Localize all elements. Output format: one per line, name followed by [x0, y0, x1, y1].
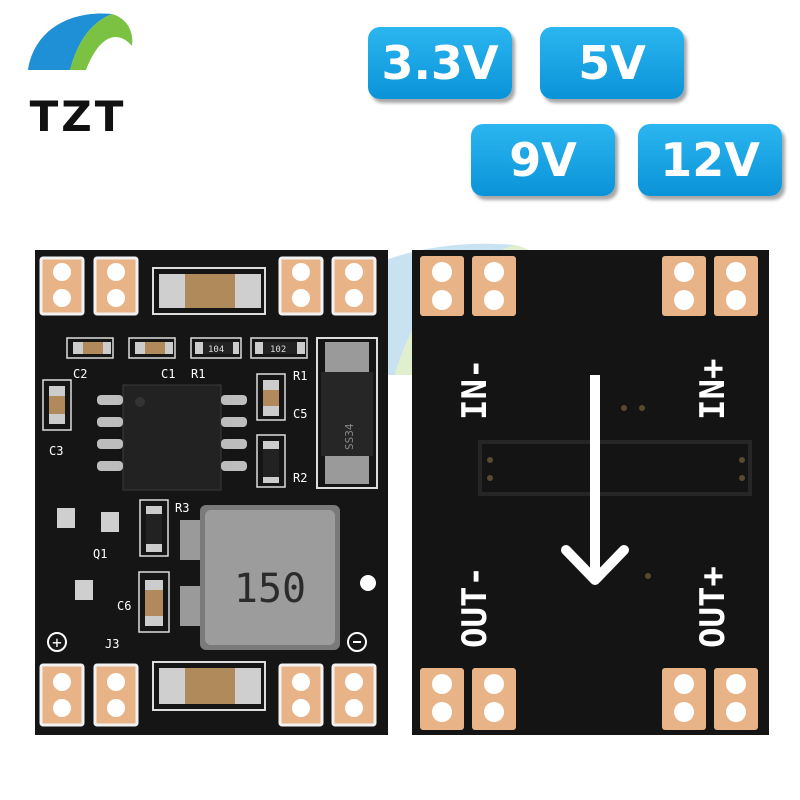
- in-minus-label: IN-: [455, 359, 495, 420]
- voltage-badge-12v: 12V: [638, 124, 782, 196]
- voltage-badge-5v: 5V: [540, 27, 684, 99]
- svg-text:R1: R1: [293, 369, 307, 383]
- out-plus-label: OUT+: [693, 566, 733, 648]
- voltage-badge-3v3: 3.3V: [368, 27, 512, 99]
- svg-text:Q1: Q1: [93, 547, 107, 561]
- svg-text:J3: J3: [105, 637, 119, 651]
- svg-text:C5: C5: [293, 407, 307, 421]
- back-pcb-board: IN- IN+ OUT- OUT+: [412, 250, 769, 735]
- svg-text:R2: R2: [293, 471, 307, 485]
- svg-text:+: +: [52, 633, 62, 652]
- voltage-badge-9v: 9V: [471, 124, 615, 196]
- svg-text:C2: C2: [73, 367, 87, 381]
- svg-text:R3: R3: [175, 501, 189, 515]
- svg-text:R1: R1: [191, 367, 205, 381]
- brand-name: TZT: [29, 92, 127, 141]
- down-arrow-icon: [561, 375, 629, 585]
- svg-text:SS34: SS34: [343, 423, 356, 450]
- resistor-marking: 104: [208, 345, 224, 355]
- in-plus-label: IN+: [693, 359, 733, 420]
- resistor-marking: 102: [270, 345, 286, 355]
- svg-text:C6: C6: [117, 599, 131, 613]
- inductor-marking: 150: [234, 566, 306, 612]
- svg-text:C1: C1: [161, 367, 175, 381]
- tzt-logo-icon: [28, 13, 133, 70]
- svg-text:C3: C3: [49, 444, 63, 458]
- out-minus-label: OUT-: [455, 566, 495, 648]
